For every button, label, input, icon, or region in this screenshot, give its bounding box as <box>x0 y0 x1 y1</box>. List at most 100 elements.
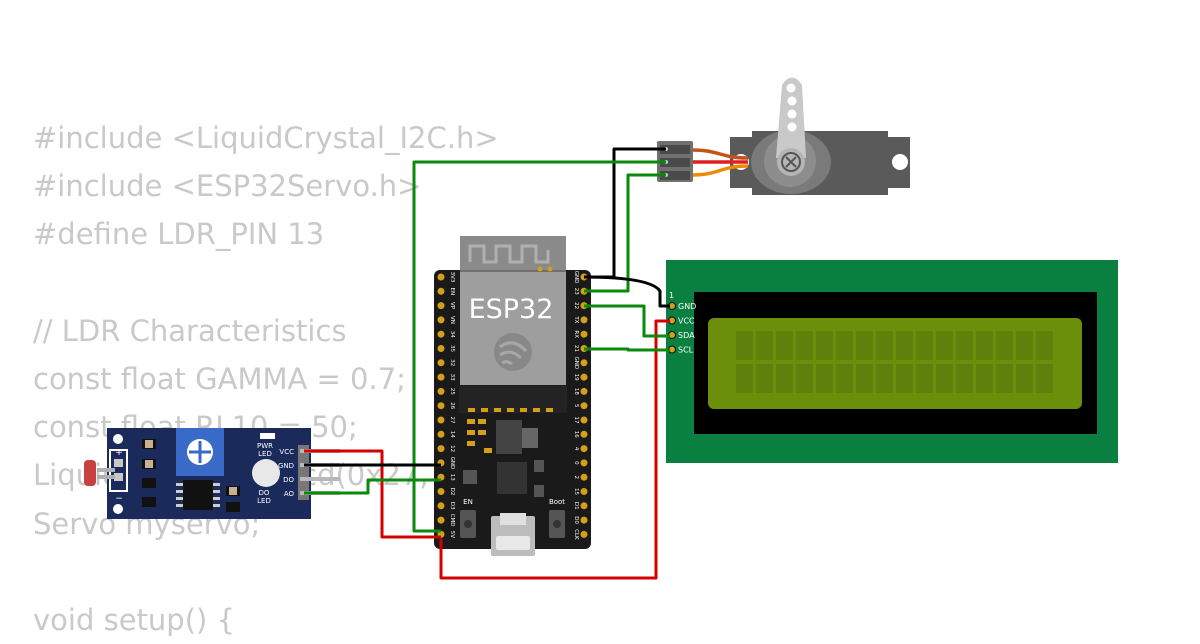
esp32-left-pin-label: 32 <box>449 359 455 366</box>
esp32-pin[interactable] <box>580 445 588 453</box>
esp32-pin[interactable] <box>580 387 588 395</box>
wire-lcd-gnd <box>583 275 670 308</box>
usb-uart-chip <box>497 462 527 494</box>
esp32-pin[interactable] <box>437 502 445 510</box>
esp32-right-pin-label: 23 <box>573 288 579 295</box>
esp32-left-pin-label: CMD <box>449 514 455 527</box>
lcd-pin-label: SDA <box>678 331 695 340</box>
esp32-pin[interactable] <box>580 430 588 438</box>
esp32-pin[interactable] <box>580 402 588 410</box>
code-line: void setup() { <box>33 602 235 637</box>
esp32-pin[interactable] <box>437 445 445 453</box>
lcd-pin-label: GND <box>678 302 696 311</box>
pwr-led-label-1: PWR <box>257 442 273 450</box>
esp32-pin[interactable] <box>580 316 588 324</box>
voltage-regulator <box>496 420 522 454</box>
esp32-pin[interactable] <box>437 345 445 352</box>
esp32-pin[interactable] <box>437 359 445 367</box>
lcd-pin-label: SCL <box>678 346 694 355</box>
esp32-right-pin-label: 21 <box>573 345 579 352</box>
esp32-pin[interactable] <box>580 502 588 510</box>
esp32-left-pin-label: GND <box>449 457 455 470</box>
ldr-pin-do[interactable] <box>300 477 340 481</box>
esp32-pin[interactable] <box>437 273 445 281</box>
wire-ldr-vcc <box>304 449 441 539</box>
esp32-pin[interactable] <box>437 387 445 395</box>
esp32-left-pin-label: 14 <box>449 431 455 438</box>
servo-motor[interactable] <box>657 77 910 196</box>
esp32-right-pin-label: D0 <box>573 516 579 524</box>
esp32-right-pin-label: 0 <box>573 461 579 465</box>
esp32-right-pin-label: 17 <box>573 417 579 424</box>
esp32-pin[interactable] <box>580 416 588 424</box>
ldr-pin-label: GND <box>278 462 294 470</box>
servo-screw-icon <box>785 156 797 168</box>
esp32-label: ESP32 <box>469 294 554 325</box>
esp32-right-pin-label: 19 <box>573 374 579 381</box>
esp32-pin[interactable] <box>580 459 588 467</box>
esp32-left-pin-label: 13 <box>449 474 455 481</box>
ldr-minus-label: − <box>115 494 123 504</box>
wires <box>304 147 670 580</box>
esp32-right-pin-label: GND <box>573 356 579 369</box>
do-led <box>252 459 280 487</box>
lcd-cell <box>936 331 953 360</box>
esp32-pin-headers: 3V3ENVPVN343532332526271412GND13D2D3CMD5… <box>437 271 588 540</box>
esp32-pin[interactable] <box>580 330 588 338</box>
esp32-right-pin-label: CLK <box>573 529 579 540</box>
lcd-cell <box>876 364 893 393</box>
lcd-cell <box>996 331 1013 360</box>
esp32-pin[interactable] <box>437 516 445 524</box>
esp32-pin[interactable] <box>437 302 445 310</box>
esp32-pin[interactable] <box>437 373 445 381</box>
esp32-devkit[interactable]: ESP32 EN Boot 3V3ENVPVN34353233252627141… <box>434 236 591 556</box>
lcd-cell <box>836 364 853 393</box>
esp32-right-pin-label: 16 <box>573 431 579 438</box>
esp32-pin[interactable] <box>437 330 445 338</box>
lcd-cell <box>956 364 973 393</box>
esp32-pin[interactable] <box>437 402 445 410</box>
esp32-left-pin-label: EN <box>449 288 455 296</box>
lcd-cell <box>776 364 793 393</box>
wire-servo-gnd <box>584 147 666 279</box>
lcd-cell <box>896 331 913 360</box>
lcd-cell <box>776 331 793 360</box>
esp32-pin[interactable] <box>580 359 588 367</box>
esp32-pin[interactable] <box>580 373 588 381</box>
lcd-cell <box>736 364 753 393</box>
esp32-right-pin-label: TX <box>573 315 579 323</box>
esp32-left-pin-label: VN <box>449 316 455 324</box>
esp32-right-pin-label: GND <box>573 271 579 284</box>
wire-lcd-vcc <box>439 319 670 580</box>
lcd-cell <box>996 364 1013 393</box>
do-led-label-1: DO <box>259 489 270 497</box>
esp32-right-pin-label: RX <box>573 330 579 338</box>
esp32-pin[interactable] <box>437 316 445 324</box>
esp32-right-pin-label: 5 <box>573 404 579 408</box>
code-line: // LDR Characteristics <box>33 313 347 348</box>
esp32-pin[interactable] <box>580 530 588 538</box>
lcd-cell <box>1036 364 1053 393</box>
esp32-pin[interactable] <box>437 416 445 424</box>
code-line: #define LDR_PIN 13 <box>33 217 325 252</box>
esp32-left-pin-label: 35 <box>449 345 455 352</box>
pwr-led <box>260 433 275 439</box>
esp32-pin[interactable] <box>437 287 445 295</box>
ldr-plus-label: + <box>115 448 123 458</box>
lcd-cell <box>816 364 833 393</box>
esp32-pin[interactable] <box>437 488 445 495</box>
esp32-pin[interactable] <box>580 516 588 524</box>
esp32-pin[interactable] <box>580 473 588 481</box>
esp32-pin[interactable] <box>580 488 588 495</box>
wire-lcd-scl <box>584 347 670 352</box>
esp32-pin[interactable] <box>437 430 445 438</box>
comparator-chip <box>183 480 213 510</box>
esp32-right-pin-label: 18 <box>573 388 579 395</box>
lcd-cell <box>916 331 933 360</box>
lcd-cell <box>836 331 853 360</box>
esp32-left-pin-label: 27 <box>449 417 455 424</box>
lcd-cell <box>1016 364 1033 393</box>
